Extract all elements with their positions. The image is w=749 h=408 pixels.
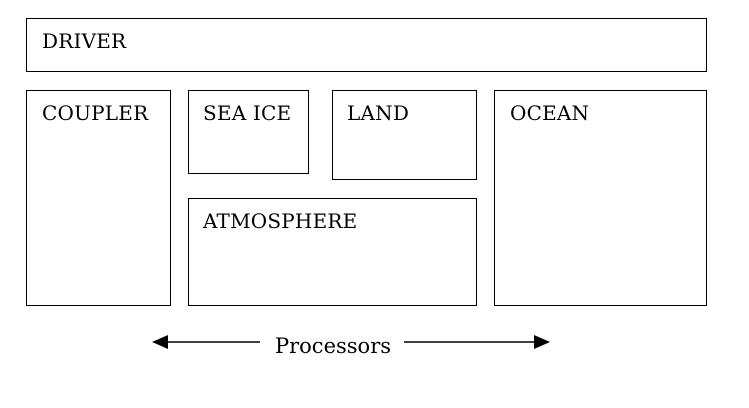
processors-arrow [152, 335, 550, 349]
coupler-label: COUPLER [42, 101, 149, 125]
ocean-box: OCEAN [494, 90, 707, 306]
driver-box: DRIVER [26, 18, 707, 72]
right-arrowhead-icon [534, 335, 550, 349]
ocean-label: OCEAN [510, 101, 590, 125]
land-label: LAND [347, 101, 410, 125]
coupler-box: COUPLER [26, 90, 171, 306]
driver-label: DRIVER [42, 29, 127, 53]
atmosphere-box: ATMOSPHERE [188, 198, 477, 306]
left-arrowhead-icon [152, 335, 168, 349]
sea-ice-label: SEA ICE [203, 101, 292, 125]
processors-axis: Processors [0, 320, 749, 370]
atmosphere-label: ATMOSPHERE [203, 209, 358, 233]
sea-ice-box: SEA ICE [188, 90, 309, 174]
processors-label: Processors [275, 334, 392, 358]
land-box: LAND [332, 90, 477, 180]
